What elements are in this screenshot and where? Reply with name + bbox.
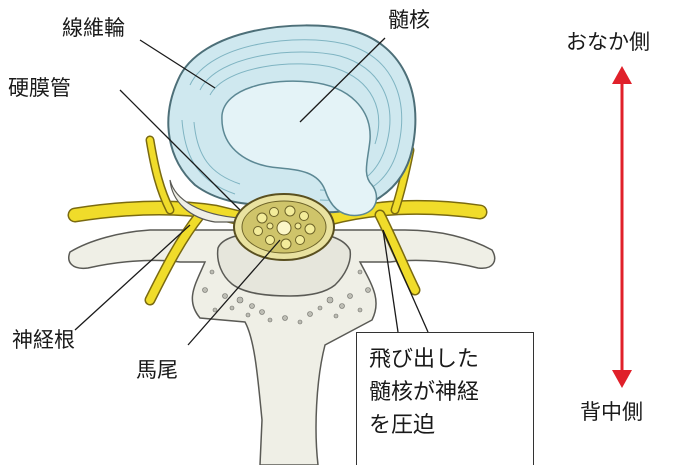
label-dural-sac: 硬膜管 [8, 78, 71, 99]
dural-sac [234, 194, 334, 260]
label-nucleus-pulposus: 髄核 [388, 10, 430, 31]
callout-line-2: 髄核が神経 [369, 376, 533, 409]
herniation-callout: 飛び出した 髄核が神経 を圧迫 [356, 332, 534, 465]
label-cauda-equina: 馬尾 [136, 360, 178, 381]
callout-line-1: 飛び出した [369, 343, 533, 376]
orientation-arrow [612, 66, 632, 388]
callout-line-3: を圧迫 [369, 409, 533, 442]
label-ventral-side: おなか側 [566, 32, 650, 53]
label-nerve-root: 神経根 [12, 330, 75, 351]
label-annulus-fibrosus: 線維輪 [62, 18, 125, 39]
label-dorsal-side: 背中側 [580, 402, 643, 423]
